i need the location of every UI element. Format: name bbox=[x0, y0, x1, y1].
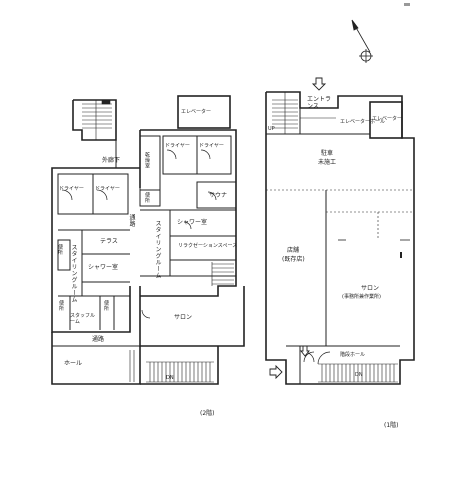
f1-parking-label: 駐車 bbox=[321, 150, 334, 157]
f1-up-label: UP bbox=[268, 126, 275, 132]
f1-salon-label: サロン bbox=[361, 285, 380, 292]
f2-dryer-1-label: ドライヤー bbox=[59, 186, 84, 192]
f1-shop-label: 店舗 bbox=[287, 247, 300, 254]
f2-dryer-2-label: ドライヤー bbox=[95, 186, 120, 192]
f2-styling-left-label: スタイリングルーム bbox=[70, 244, 77, 303]
floor2-side-stairs bbox=[211, 262, 234, 286]
floor2-door-swings bbox=[61, 149, 217, 319]
f2-styling-mid-label: スタイリングルーム bbox=[154, 220, 161, 279]
f1-parking-sub-label: 未施工 bbox=[318, 159, 337, 166]
f2-toilet-b-label: 便所 bbox=[103, 300, 109, 311]
f2-staff-room-label: スタッフルーム bbox=[70, 313, 96, 325]
f1-floor-label: (1階) bbox=[384, 422, 399, 429]
f2-salon-label: サロン bbox=[174, 314, 193, 321]
f1-entrance-label: エントランス bbox=[307, 96, 332, 110]
floor1-bottom-stairs bbox=[318, 363, 398, 383]
f2-floor-label: (2階) bbox=[200, 410, 215, 417]
f2-machine-room-label: 乾燥室 bbox=[144, 152, 150, 169]
f2-shower-left-label: シャワー室 bbox=[88, 264, 119, 271]
side-entrance-arrow-icon bbox=[269, 364, 283, 380]
f2-toilet-top-label: 便所 bbox=[144, 192, 150, 203]
f1-elevator-label: エレベーター bbox=[372, 116, 403, 122]
f2-shower-right-label: シャワー室 bbox=[177, 219, 208, 226]
f1-shop-sub-label: (既存店) bbox=[282, 256, 305, 263]
f2-dryer-3-label: ドライヤー bbox=[165, 143, 190, 149]
f2-relaxation-label: リラクゼーションスペース bbox=[178, 243, 238, 249]
f1-stair-hall-label: 階段ホール bbox=[340, 352, 366, 358]
floor2-top-stairs bbox=[82, 99, 112, 140]
f2-passage-label: 通路 bbox=[128, 214, 135, 227]
floor2-hall-edge bbox=[129, 350, 135, 382]
f2-elevator-label: エレベーター bbox=[181, 109, 212, 115]
f2-corridor-bottom-label: 通路 bbox=[92, 336, 105, 343]
floor2-bottom-stairs bbox=[146, 361, 214, 383]
f2-sauna-label: サウナ bbox=[209, 192, 228, 199]
floor1-top-stairs bbox=[272, 92, 336, 134]
f2-corridor-outer-label: 外廊下 bbox=[102, 157, 121, 164]
f2-toilet-a-label: 便所 bbox=[58, 300, 64, 311]
f2-dn-label: DN bbox=[166, 375, 174, 381]
floor2-walls bbox=[51, 95, 245, 385]
f2-terrace-label: テラス bbox=[100, 238, 118, 245]
f1-dn-label: DN bbox=[355, 372, 363, 378]
floor1-door-swings bbox=[303, 351, 331, 365]
north-arrow-icon bbox=[351, 19, 373, 63]
stair-up-arrow-icon bbox=[300, 345, 310, 357]
f2-hall-label: ホール bbox=[64, 360, 83, 367]
f2-dryer-4-label: ドライヤー bbox=[199, 143, 224, 149]
f1-salon-sub-label: (事務所兼作業所) bbox=[342, 294, 381, 300]
entrance-arrow-icon bbox=[311, 77, 327, 91]
floor1-dashed-lines bbox=[266, 189, 414, 240]
f1-elevator-hall-label: エレベーターホール bbox=[340, 119, 386, 125]
floor1-walls bbox=[265, 91, 415, 385]
floor2-inner-walls bbox=[52, 135, 237, 347]
f2-toilet-left-label: 便所 bbox=[57, 244, 63, 255]
